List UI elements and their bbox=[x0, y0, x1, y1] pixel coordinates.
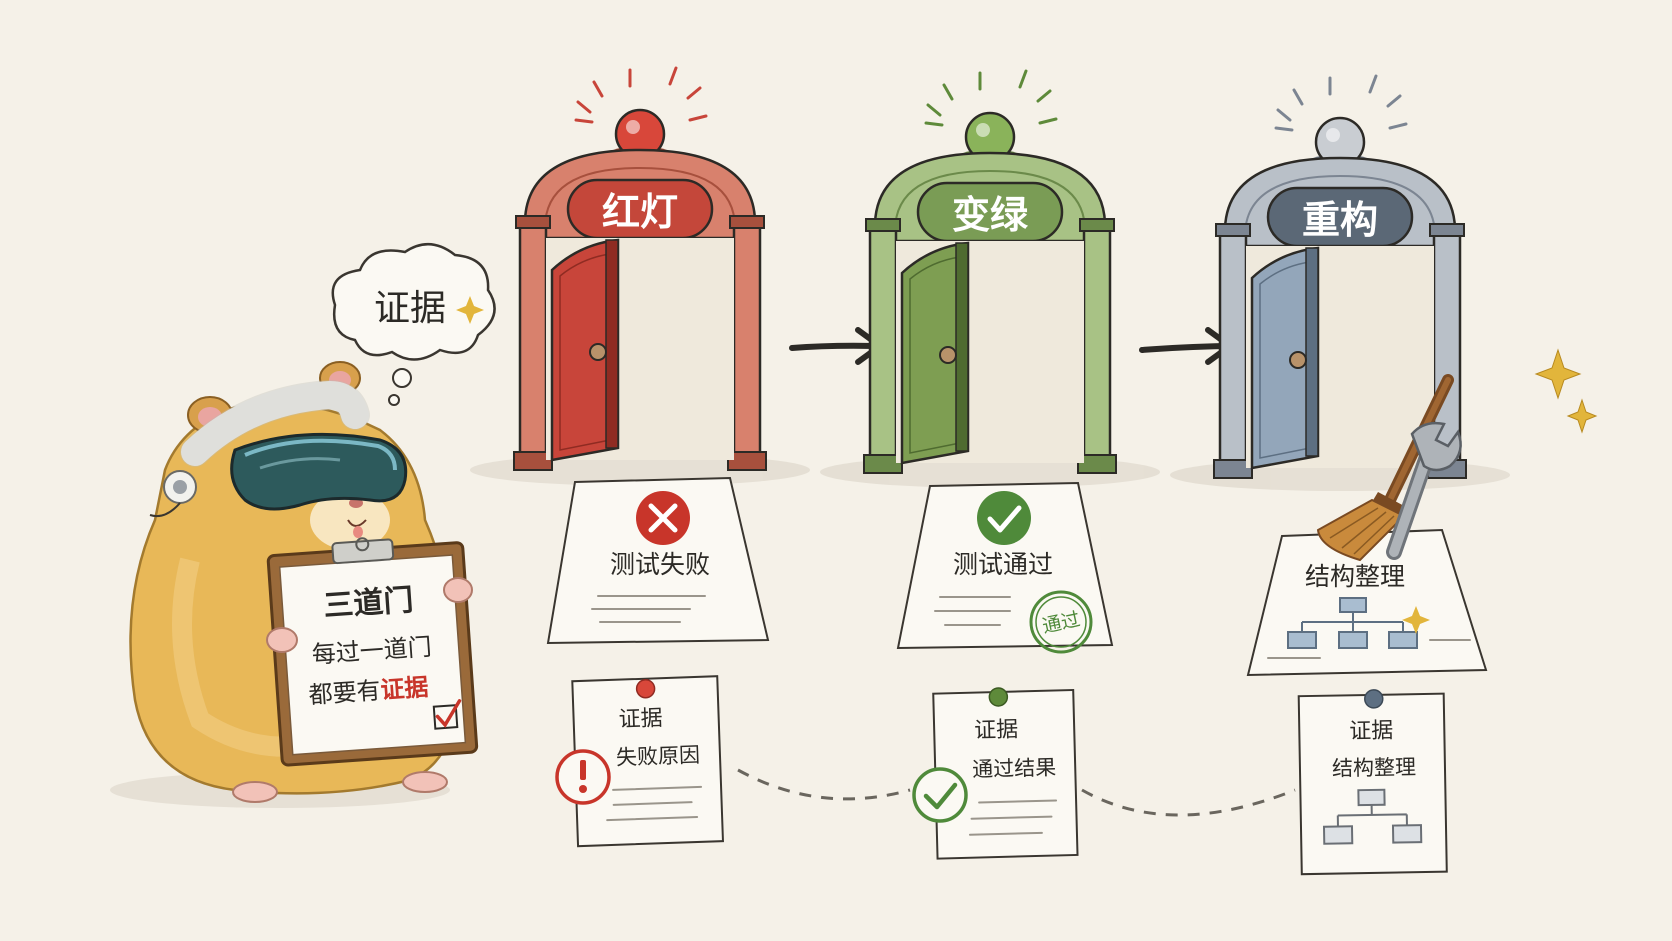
evidence-note-pass: 证据 通过结果 bbox=[932, 687, 1079, 860]
check-icon bbox=[977, 491, 1031, 545]
evidence-title: 证据 bbox=[974, 717, 1019, 743]
evidence-connector-1 bbox=[737, 768, 911, 801]
evidence-connector-2 bbox=[1081, 788, 1296, 817]
sparkle-icon bbox=[1402, 606, 1430, 634]
right-pillar bbox=[1082, 223, 1112, 465]
left-pillar bbox=[1218, 228, 1248, 470]
exclamation-icon bbox=[555, 749, 611, 805]
gate-red-light bbox=[513, 66, 767, 471]
cross-icon bbox=[636, 491, 690, 545]
status-card-refactor: 结构整理 bbox=[1246, 528, 1488, 677]
evidence-note-failure: 证据 失败原因 bbox=[571, 675, 725, 848]
evidence-text: 通过结果 bbox=[972, 755, 1057, 781]
pin-icon bbox=[1364, 689, 1384, 709]
door-knob-icon bbox=[589, 343, 607, 361]
gate-label-red: 红灯 bbox=[602, 190, 678, 234]
left-pillar bbox=[868, 223, 898, 465]
hamster-paw bbox=[443, 577, 473, 603]
lamp-rays bbox=[574, 66, 708, 124]
vr-goggles-icon bbox=[230, 432, 408, 511]
thought-bubble-text: 证据 bbox=[374, 288, 446, 329]
status-card-title: 测试失败 bbox=[610, 550, 710, 579]
status-card-title: 结构整理 bbox=[1305, 562, 1405, 591]
sign-line-1: 三道门 bbox=[322, 583, 414, 624]
evidence-text: 结构整理 bbox=[1332, 755, 1416, 780]
gate-label-refactor: 重构 bbox=[1302, 198, 1378, 242]
pin-icon bbox=[988, 687, 1009, 707]
flow-arrow-1 bbox=[789, 327, 883, 365]
checkbox-checked-icon bbox=[432, 699, 462, 730]
tree-diagram-icon bbox=[1322, 788, 1423, 845]
sparkle-icon bbox=[456, 296, 484, 324]
wrench-icon bbox=[1386, 421, 1462, 560]
lamp-rays bbox=[1274, 74, 1408, 132]
tree-diagram-icon bbox=[1287, 597, 1418, 649]
evidence-title: 证据 bbox=[1349, 719, 1393, 745]
flow-arrow-2 bbox=[1139, 327, 1233, 365]
door-knob-icon bbox=[939, 346, 957, 364]
status-card-failed: 测试失败 bbox=[546, 476, 770, 645]
check-icon bbox=[912, 767, 968, 823]
evidence-title: 证据 bbox=[618, 706, 663, 733]
sparkles-icon bbox=[1534, 348, 1598, 434]
evidence-note-refactor: 证据 结构整理 bbox=[1297, 689, 1448, 876]
evidence-text: 失败原因 bbox=[616, 743, 701, 770]
left-pillar bbox=[518, 220, 548, 462]
door-edge bbox=[955, 242, 969, 452]
gate-label-green: 变绿 bbox=[952, 193, 1029, 237]
status-card-title: 测试通过 bbox=[953, 550, 1053, 579]
lamp-rays bbox=[924, 69, 1058, 127]
door-edge bbox=[605, 239, 619, 449]
gate-turn-green bbox=[863, 69, 1117, 474]
thought-bubble: 证据 bbox=[331, 243, 496, 406]
clipboard-sign: 三道门 每过一道门 都要有证据 bbox=[266, 537, 479, 767]
gate-refactor bbox=[1213, 74, 1467, 479]
status-card-passed: 测试通过 通过 bbox=[896, 481, 1114, 654]
sign-line-3: 都要有证据 bbox=[308, 673, 430, 709]
door-edge bbox=[1305, 247, 1319, 457]
hamster-paw bbox=[266, 627, 298, 653]
right-pillar bbox=[732, 220, 762, 462]
pin-icon bbox=[635, 678, 656, 699]
door-knob-icon bbox=[1289, 351, 1307, 369]
